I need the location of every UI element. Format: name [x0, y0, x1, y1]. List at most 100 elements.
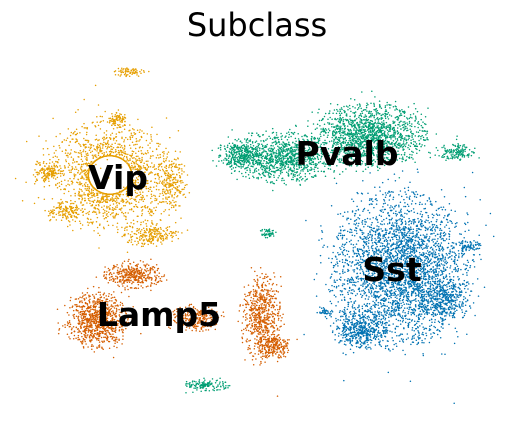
scatter-point	[276, 137, 278, 139]
scatter-point	[238, 170, 241, 173]
scatter-point	[67, 180, 69, 182]
scatter-point	[50, 170, 53, 173]
scatter-point	[166, 202, 169, 205]
scatter-point	[43, 172, 45, 175]
scatter-point	[137, 75, 140, 77]
scatter-point	[57, 202, 59, 204]
scatter-point	[115, 213, 118, 216]
scatter-point	[94, 208, 97, 210]
scatter-point	[128, 202, 130, 204]
scatter-point	[94, 126, 97, 128]
scatter-point	[81, 175, 83, 177]
scatter-point	[308, 172, 311, 175]
scatter-point	[273, 174, 275, 177]
scatter-point	[160, 201, 162, 204]
scatter-point	[278, 156, 280, 159]
scatter-point	[278, 158, 280, 160]
scatter-point	[160, 213, 163, 215]
scatter-point	[58, 144, 60, 147]
scatter-point	[242, 175, 244, 178]
scatter-point	[69, 177, 71, 180]
scatter-point	[281, 179, 283, 182]
scatter-point	[179, 176, 181, 179]
scatter-point	[417, 126, 419, 129]
scatter-point	[292, 176, 294, 178]
scatter-point	[374, 119, 377, 121]
scatter-point	[152, 166, 154, 168]
scatter-point	[402, 145, 405, 148]
scatter-point	[114, 151, 117, 153]
scatter-point	[95, 211, 97, 213]
scatter-point	[121, 235, 123, 238]
scatter-point	[321, 130, 323, 133]
scatter-point	[143, 184, 146, 187]
scatter-point	[65, 154, 68, 157]
scatter-point	[114, 124, 117, 127]
scatter-point	[140, 214, 143, 217]
scatter-point	[48, 170, 51, 172]
scatter-point	[272, 131, 275, 134]
scatter-point	[121, 67, 123, 70]
scatter-point	[264, 156, 266, 158]
scatter-point	[80, 165, 83, 168]
scatter-point	[348, 104, 351, 107]
scatter-point	[275, 152, 278, 154]
scatter-point	[40, 172, 43, 174]
scatter-point	[416, 145, 419, 148]
scatter-point	[104, 195, 107, 198]
scatter-point	[130, 241, 133, 243]
scatter-point	[111, 196, 113, 199]
scatter-point	[342, 116, 344, 119]
scatter-point	[251, 141, 254, 143]
scatter-point	[349, 118, 351, 120]
scatter-point	[372, 127, 374, 129]
scatter-point	[174, 183, 177, 186]
scatter-point	[131, 71, 133, 74]
scatter-point	[61, 211, 64, 213]
scatter-point	[164, 166, 166, 168]
scatter-point	[420, 138, 422, 140]
scatter-point	[374, 126, 377, 129]
scatter-point	[123, 128, 126, 130]
scatter-point	[109, 155, 111, 157]
scatter-point	[275, 131, 278, 134]
scatter-point	[130, 184, 133, 186]
scatter-point	[149, 214, 151, 216]
scatter-point	[377, 120, 380, 122]
scatter-point	[382, 113, 384, 116]
scatter-point	[394, 105, 397, 107]
scatter-point	[396, 115, 399, 118]
scatter-point	[382, 129, 384, 132]
scatter-point	[227, 136, 230, 138]
scatter-point	[91, 150, 94, 152]
scatter-point	[123, 124, 126, 127]
scatter-point	[424, 115, 427, 118]
scatter-point	[142, 69, 145, 72]
scatter-point	[146, 133, 149, 135]
scatter-point	[114, 136, 117, 138]
scatter-point	[260, 156, 263, 159]
scatter-point	[406, 155, 408, 158]
scatter-point	[91, 196, 93, 198]
scatter-point	[376, 123, 378, 125]
scatter-point	[290, 147, 293, 150]
scatter-point	[231, 129, 233, 131]
scatter-point	[381, 121, 383, 123]
scatter-point	[112, 224, 114, 227]
scatter-point	[71, 168, 74, 171]
scatter-point	[163, 171, 166, 173]
scatter-point	[316, 123, 319, 125]
scatter-point	[49, 158, 51, 161]
scatter-point	[126, 201, 128, 203]
scatter-point	[130, 134, 133, 136]
scatter-point	[426, 130, 429, 133]
scatter-point	[101, 198, 103, 200]
scatter-point	[74, 166, 77, 168]
scatter-point	[130, 191, 133, 193]
scatter-point	[339, 114, 342, 116]
scatter-point	[312, 123, 315, 125]
scatter-point	[158, 235, 161, 238]
scatter-point	[81, 190, 83, 192]
scatter-point	[142, 245, 144, 247]
scatter-point	[318, 108, 320, 111]
